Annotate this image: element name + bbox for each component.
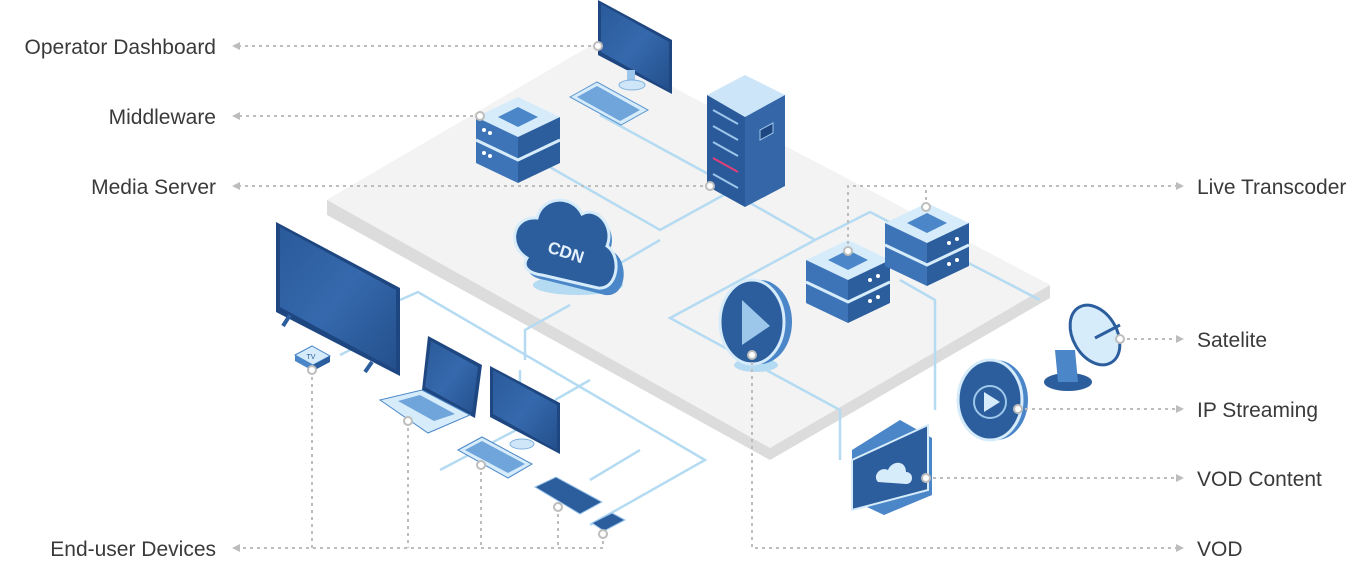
smartphone-icon <box>591 512 627 532</box>
label-ip-streaming: IP Streaming <box>1197 399 1318 422</box>
laptop-icon <box>378 336 482 434</box>
tv-box-label: TV <box>307 354 316 361</box>
label-satelite: Satelite <box>1197 329 1267 352</box>
label-vod: VOD <box>1197 538 1243 561</box>
cdn-cloud-icon: CDN <box>513 198 624 296</box>
tv-icon <box>276 222 400 376</box>
vod-play-icon <box>718 278 792 372</box>
middleware-server-icon <box>475 97 561 183</box>
label-live-transcoder: Live Transcoder <box>1197 176 1346 199</box>
media-server-rack-icon <box>707 75 785 207</box>
satellite-dish-icon <box>1044 303 1122 391</box>
label-vod-content: VOD Content <box>1197 468 1322 491</box>
ip-streaming-icon <box>956 358 1028 442</box>
label-media-server: Media Server <box>91 176 216 199</box>
operator-dashboard-device <box>568 0 672 126</box>
live-transcoder-server-2 <box>884 203 970 286</box>
tablet-icon <box>533 476 604 515</box>
label-end-user-devices: End-user Devices <box>50 538 216 561</box>
leader-lines <box>232 41 1184 552</box>
desktop-monitor-icon <box>456 366 560 479</box>
live-transcoder-server-1 <box>805 240 891 323</box>
label-middleware: Middleware <box>109 106 216 129</box>
vod-content-folder-icon <box>851 420 932 515</box>
label-operator-dashboard: Operator Dashboard <box>25 36 216 59</box>
